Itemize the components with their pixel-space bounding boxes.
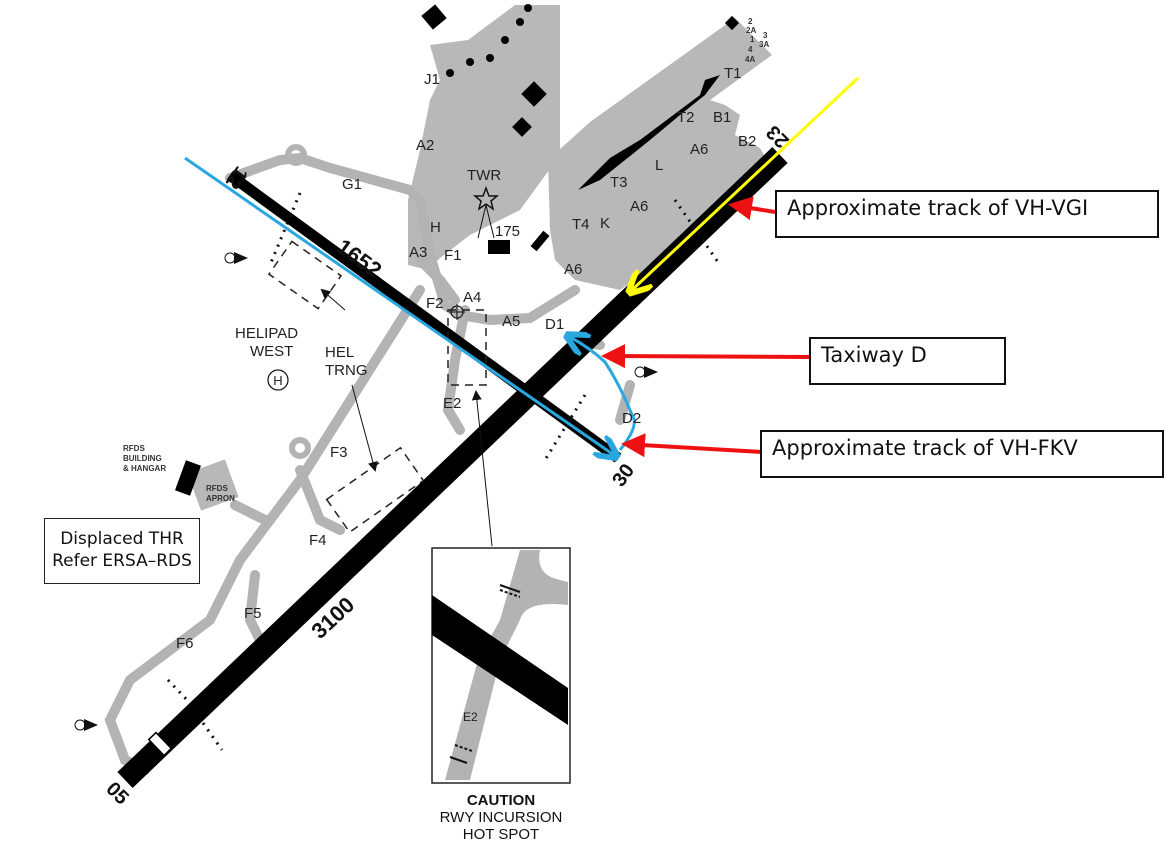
svg-text:H: H <box>273 373 282 388</box>
rfds-building-label: & HANGAR <box>123 464 166 473</box>
track-vh-fkv-taxiway-d <box>570 337 636 451</box>
apron-north <box>408 5 560 270</box>
tower-label: TWR <box>467 167 501 184</box>
holding-points <box>166 192 722 751</box>
svg-text:4: 4 <box>748 45 753 54</box>
svg-text:A3: A3 <box>409 244 427 261</box>
svg-text:D1: D1 <box>545 316 564 333</box>
rfds-apron-label: APRON <box>206 494 235 503</box>
rfds-apron <box>175 459 239 511</box>
heliport-marker-icon <box>449 304 465 320</box>
hel-training-areas <box>267 240 487 534</box>
runway-end-23: 23 <box>762 121 793 152</box>
track-vh-vgi <box>632 76 860 290</box>
helipad-west-label: HELIPAD <box>235 325 298 342</box>
callout-arrow-vh-fkv <box>621 433 763 458</box>
beacon-light-icon-east <box>634 366 658 378</box>
svg-text:J1: J1 <box>424 71 440 88</box>
svg-text:F4: F4 <box>309 532 327 549</box>
svg-text:3A: 3A <box>759 40 769 49</box>
hotspot-pointer <box>471 390 493 547</box>
beacon-light-icon-west <box>224 252 248 264</box>
svg-text:E2: E2 <box>443 395 461 412</box>
runway-12-30 <box>226 170 622 463</box>
callout-vh-fkv: Approximate track of VH-FKV <box>760 430 1164 478</box>
hotspot-caution-text: CAUTION RWY INCURSION HOT SPOT <box>439 792 563 843</box>
svg-text:D2: D2 <box>622 410 641 427</box>
svg-text:L: L <box>655 157 663 174</box>
displaced-threshold-note: Displaced THR Refer ERSA–RDS <box>44 518 200 584</box>
callout-vh-vgi: Approximate track of VH-VGI <box>775 190 1159 238</box>
parking-stand-labels: 2 2A 1 3 3A 4 4A <box>745 17 769 64</box>
svg-text:4A: 4A <box>745 55 755 64</box>
svg-text:2: 2 <box>748 17 753 26</box>
svg-text:A5: A5 <box>502 313 520 330</box>
hel-trng-label: TRNG <box>325 362 368 379</box>
svg-text:F1: F1 <box>444 247 462 264</box>
svg-text:A4: A4 <box>463 289 481 306</box>
beacon-light-icon-south <box>74 719 98 731</box>
svg-text:E2: E2 <box>463 710 478 724</box>
hel-trng-label: HEL <box>325 344 354 361</box>
svg-text:F3: F3 <box>330 444 348 461</box>
runway-end-30: 30 <box>608 460 639 491</box>
runway-05-23 <box>117 147 788 788</box>
svg-text:2A: 2A <box>746 26 756 35</box>
svg-text:K: K <box>600 215 610 232</box>
hel-trng-pointer-1 <box>320 288 346 311</box>
taxiway-labels: J1 A2 G1 H A3 F1 F2 A4 A5 D1 D2 E2 F3 F4… <box>176 65 756 652</box>
rfds-building-label: BUILDING <box>123 454 162 463</box>
track-vh-fkv-runway <box>184 156 614 455</box>
svg-text:T1: T1 <box>724 65 742 82</box>
hel-trng-pointer-2 <box>351 384 378 472</box>
svg-text:A6: A6 <box>564 261 582 278</box>
svg-text:B1: B1 <box>713 109 731 126</box>
displaced-threshold-marker <box>147 731 173 757</box>
svg-text:1: 1 <box>750 35 755 44</box>
terminal-buildings <box>421 4 740 254</box>
tower-icon <box>472 185 500 239</box>
callout-arrow-taxiway-d <box>601 344 811 369</box>
hotspot-inset: E2 <box>431 547 571 784</box>
callout-arrow-vh-vgi <box>728 196 776 221</box>
svg-text:A2: A2 <box>416 137 434 154</box>
svg-text:3: 3 <box>763 31 768 40</box>
svg-text:H: H <box>430 219 441 236</box>
svg-text:F6: F6 <box>176 635 194 652</box>
svg-text:A6: A6 <box>690 141 708 158</box>
callout-taxiway-d: Taxiway D <box>809 337 1006 385</box>
rfds-building-label: RFDS <box>123 444 145 453</box>
rfds-apron-label: RFDS <box>206 484 228 493</box>
tower-height-label: 175 <box>495 223 520 240</box>
svg-text:F5: F5 <box>244 605 262 622</box>
svg-text:B2: B2 <box>738 133 756 150</box>
helipad-icon: H <box>267 369 289 391</box>
svg-text:G1: G1 <box>342 176 362 193</box>
svg-text:T3: T3 <box>610 174 628 191</box>
svg-text:A6: A6 <box>630 198 648 215</box>
svg-text:F2: F2 <box>426 295 444 312</box>
apron-main <box>548 18 772 290</box>
svg-text:T4: T4 <box>572 216 590 233</box>
helipad-west-label: WEST <box>250 343 293 360</box>
svg-text:T2: T2 <box>677 109 695 126</box>
